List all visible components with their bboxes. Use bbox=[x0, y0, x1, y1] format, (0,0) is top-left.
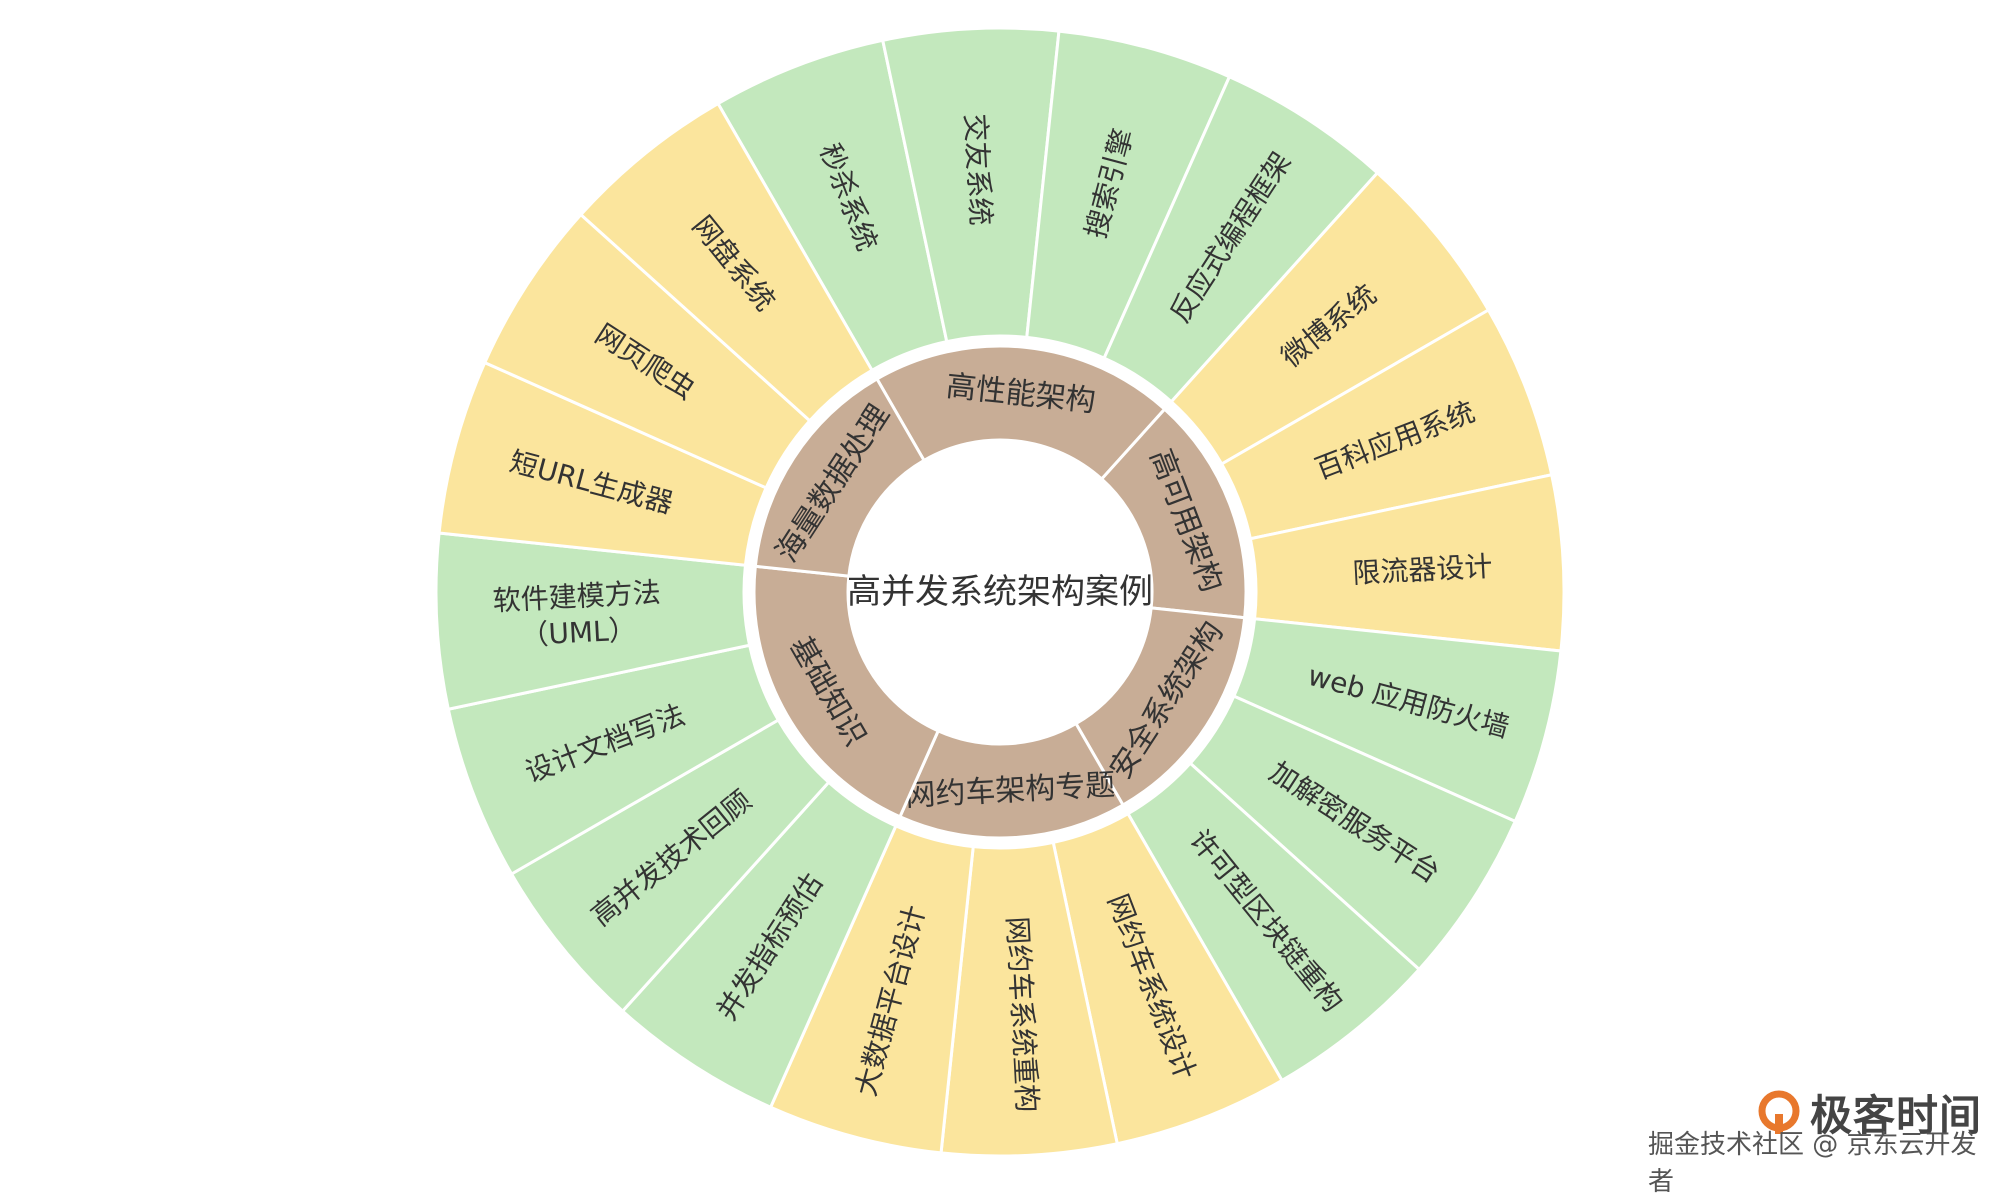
leaf-segment: 网页爬虫 bbox=[482, 212, 812, 490]
geektime-logo: 极客时间 bbox=[1756, 1082, 1982, 1143]
geektime-q-icon bbox=[1758, 1090, 1800, 1134]
category-segment: 网约车架构专题 bbox=[897, 721, 1126, 840]
leaf-segment: 软件建模方法（UML） bbox=[434, 531, 752, 712]
watermark-text: 掘金技术社区 @ 京东云开发者 bbox=[1648, 1130, 1977, 1197]
logo-text: 极客时间 bbox=[1810, 1091, 1983, 1140]
leaf-label: 交友系统 bbox=[958, 113, 997, 227]
ring-gap bbox=[744, 336, 1256, 848]
category-segment: 高性能架构 bbox=[874, 344, 1167, 482]
leaf-label: 软件建模方法（UML） bbox=[492, 575, 663, 653]
leaf-segment: 网盘系统 bbox=[578, 101, 875, 423]
center-circle bbox=[848, 440, 1152, 744]
leaf-segment: 交友系统 bbox=[880, 26, 1061, 344]
leaf-segment: 网约车系统重构 bbox=[939, 840, 1120, 1158]
leaf-segment: 网约车系统设计 bbox=[1051, 811, 1285, 1146]
leaf-label: 限流器设计 bbox=[1352, 550, 1494, 590]
center-label: 高并发系统架构案例 bbox=[847, 572, 1153, 612]
leaf-segment: 设计文档写法 bbox=[446, 643, 781, 877]
leaf-segment: 百科应用系统 bbox=[1219, 307, 1554, 541]
leaf-label-line: （UML） bbox=[520, 613, 638, 652]
